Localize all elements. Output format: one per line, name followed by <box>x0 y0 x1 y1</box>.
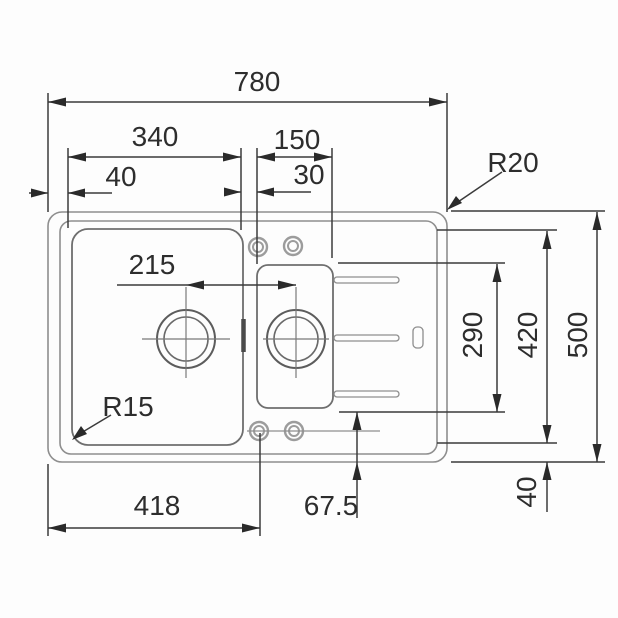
arrowhead <box>48 523 66 533</box>
tap-hole <box>247 236 269 258</box>
dim-label-drain-center-distance: 215 <box>129 249 176 280</box>
arrowhead <box>352 462 362 480</box>
dim-label-left-edge-offset: 40 <box>105 161 136 192</box>
sink-outer-outline <box>47 211 448 463</box>
arrowhead <box>242 523 260 533</box>
tap-hole <box>282 235 304 257</box>
tap-holes <box>247 235 380 442</box>
dimension-780 <box>47 93 448 212</box>
dim-label-bowl-gap-offset: 30 <box>293 159 324 190</box>
arrowhead <box>186 280 204 290</box>
dim-label-overall-depth: 500 <box>562 312 593 359</box>
sink-rim-outline <box>59 220 438 455</box>
drainer-rib <box>333 276 400 284</box>
arrowhead <box>447 196 462 210</box>
arrowhead <box>257 187 274 197</box>
arrowhead <box>278 280 296 290</box>
leader-line <box>451 171 503 207</box>
arrowhead <box>224 187 241 197</box>
arrowhead <box>31 188 48 198</box>
arrowhead <box>72 426 87 440</box>
sink-outlines <box>47 211 448 463</box>
radius-leaders <box>72 171 503 440</box>
dimension-right-side <box>338 210 605 512</box>
arrowhead <box>68 188 85 198</box>
dimension-40-30 <box>29 187 311 198</box>
arrowhead <box>68 152 86 162</box>
dim-label-inner-depth: 420 <box>512 312 543 359</box>
dimension-215 <box>117 280 296 290</box>
dim-label-bottom-edge-offset: 40 <box>511 476 542 507</box>
dim-label-bowl-corner-radius: R15 <box>102 391 153 422</box>
arrowhead <box>542 425 552 443</box>
dimension-bottom <box>47 412 362 536</box>
dim-label-half-bowl-width: 150 <box>274 124 321 155</box>
dim-label-overall-width: 780 <box>234 66 281 97</box>
dimension-340-150 <box>67 148 333 264</box>
drainer-details <box>333 276 424 398</box>
arrowhead <box>352 412 362 430</box>
drain-holes <box>142 287 329 378</box>
arrowhead <box>257 152 275 162</box>
arrowhead <box>492 264 502 282</box>
dim-label-main-bowl-width: 340 <box>132 121 179 152</box>
arrowhead <box>223 152 241 162</box>
tap-hole-inner <box>287 240 299 252</box>
overflow-slot <box>412 326 424 349</box>
dim-label-tap-hole-offset: 67.5 <box>304 490 359 521</box>
arrowhead <box>592 444 602 462</box>
drainer-rib <box>333 334 400 342</box>
tap-hole-inner <box>252 241 264 253</box>
dimension-labels: 780 340 150 40 30 R20 215 R15 418 67.5 2… <box>102 66 593 521</box>
half-bowl-outline <box>256 264 334 409</box>
dim-label-drainer-depth: 290 <box>457 312 488 359</box>
drainer-rib <box>333 390 400 398</box>
arrowhead <box>492 394 502 412</box>
dim-label-bottom-width: 418 <box>134 490 181 521</box>
arrowhead <box>48 97 66 107</box>
arrowhead <box>429 97 447 107</box>
arrowhead <box>592 212 602 230</box>
arrowhead <box>542 231 552 249</box>
dim-label-outer-corner-radius: R20 <box>487 147 538 178</box>
arrowhead <box>542 462 552 480</box>
arrowhead <box>314 152 332 162</box>
